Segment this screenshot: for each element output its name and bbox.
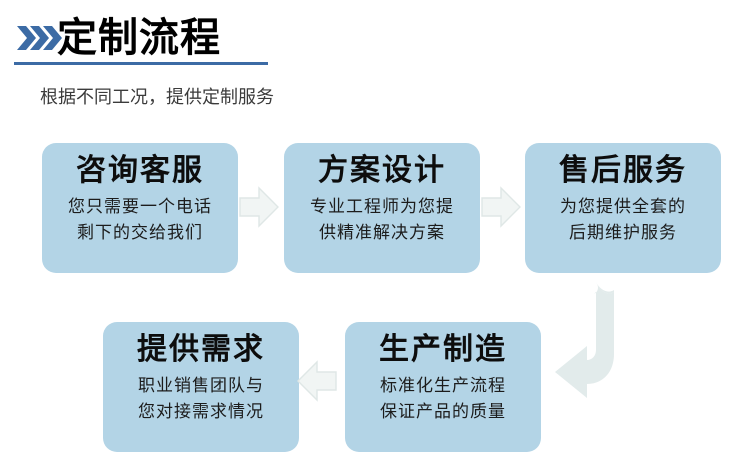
flow-step-title: 方案设计 xyxy=(318,154,446,187)
arrow-bend-down-left-icon xyxy=(551,276,661,412)
flow-step-line: 供精准解决方案 xyxy=(319,223,445,242)
flow-step-line: 标准化生产流程 xyxy=(380,376,506,395)
arrow-left-icon xyxy=(296,358,338,404)
flow-step-consult[interactable]: 咨询客服 您只需要一个电话 剩下的交给我们 xyxy=(42,143,238,273)
flow-step-line: 您对接需求情况 xyxy=(138,402,264,421)
flow-step-line: 后期维护服务 xyxy=(569,223,677,242)
page-subtitle: 根据不同工况，提供定制服务 xyxy=(40,87,274,107)
triple-chevron-right-icon xyxy=(17,25,65,51)
flow-step-description: 专业工程师为您提 供精准解决方案 xyxy=(310,194,454,246)
flow-step-line: 专业工程师为您提 xyxy=(310,197,454,216)
page-header: 定制流程 xyxy=(14,14,274,66)
flow-step-description: 您只需要一个电话 剩下的交给我们 xyxy=(68,194,212,246)
flow-step-description: 职业销售团队与 您对接需求情况 xyxy=(138,373,264,425)
flow-step-title: 售后服务 xyxy=(559,154,687,187)
flow-step-requirements[interactable]: 提供需求 职业销售团队与 您对接需求情况 xyxy=(103,322,299,452)
flow-step-line: 职业销售团队与 xyxy=(138,376,264,395)
page-title: 定制流程 xyxy=(57,16,221,60)
flow-step-description: 为您提供全套的 后期维护服务 xyxy=(560,194,686,246)
flow-step-title: 提供需求 xyxy=(137,333,265,366)
flow-step-aftersales[interactable]: 售后服务 为您提供全套的 后期维护服务 xyxy=(525,143,721,273)
flow-step-description: 标准化生产流程 保证产品的质量 xyxy=(380,373,506,425)
flow-step-line: 您只需要一个电话 xyxy=(68,197,212,216)
flow-step-title: 生产制造 xyxy=(379,333,507,366)
flow-step-design[interactable]: 方案设计 专业工程师为您提 供精准解决方案 xyxy=(284,143,480,273)
flow-step-manufacturing[interactable]: 生产制造 标准化生产流程 保证产品的质量 xyxy=(345,322,541,452)
flow-step-line: 为您提供全套的 xyxy=(560,197,686,216)
flow-step-line: 剩下的交给我们 xyxy=(77,223,203,242)
arrow-right-icon xyxy=(480,184,522,230)
flow-step-line: 保证产品的质量 xyxy=(380,402,506,421)
flow-step-title: 咨询客服 xyxy=(76,154,204,187)
arrow-right-icon xyxy=(238,184,280,230)
title-underline xyxy=(14,62,268,65)
